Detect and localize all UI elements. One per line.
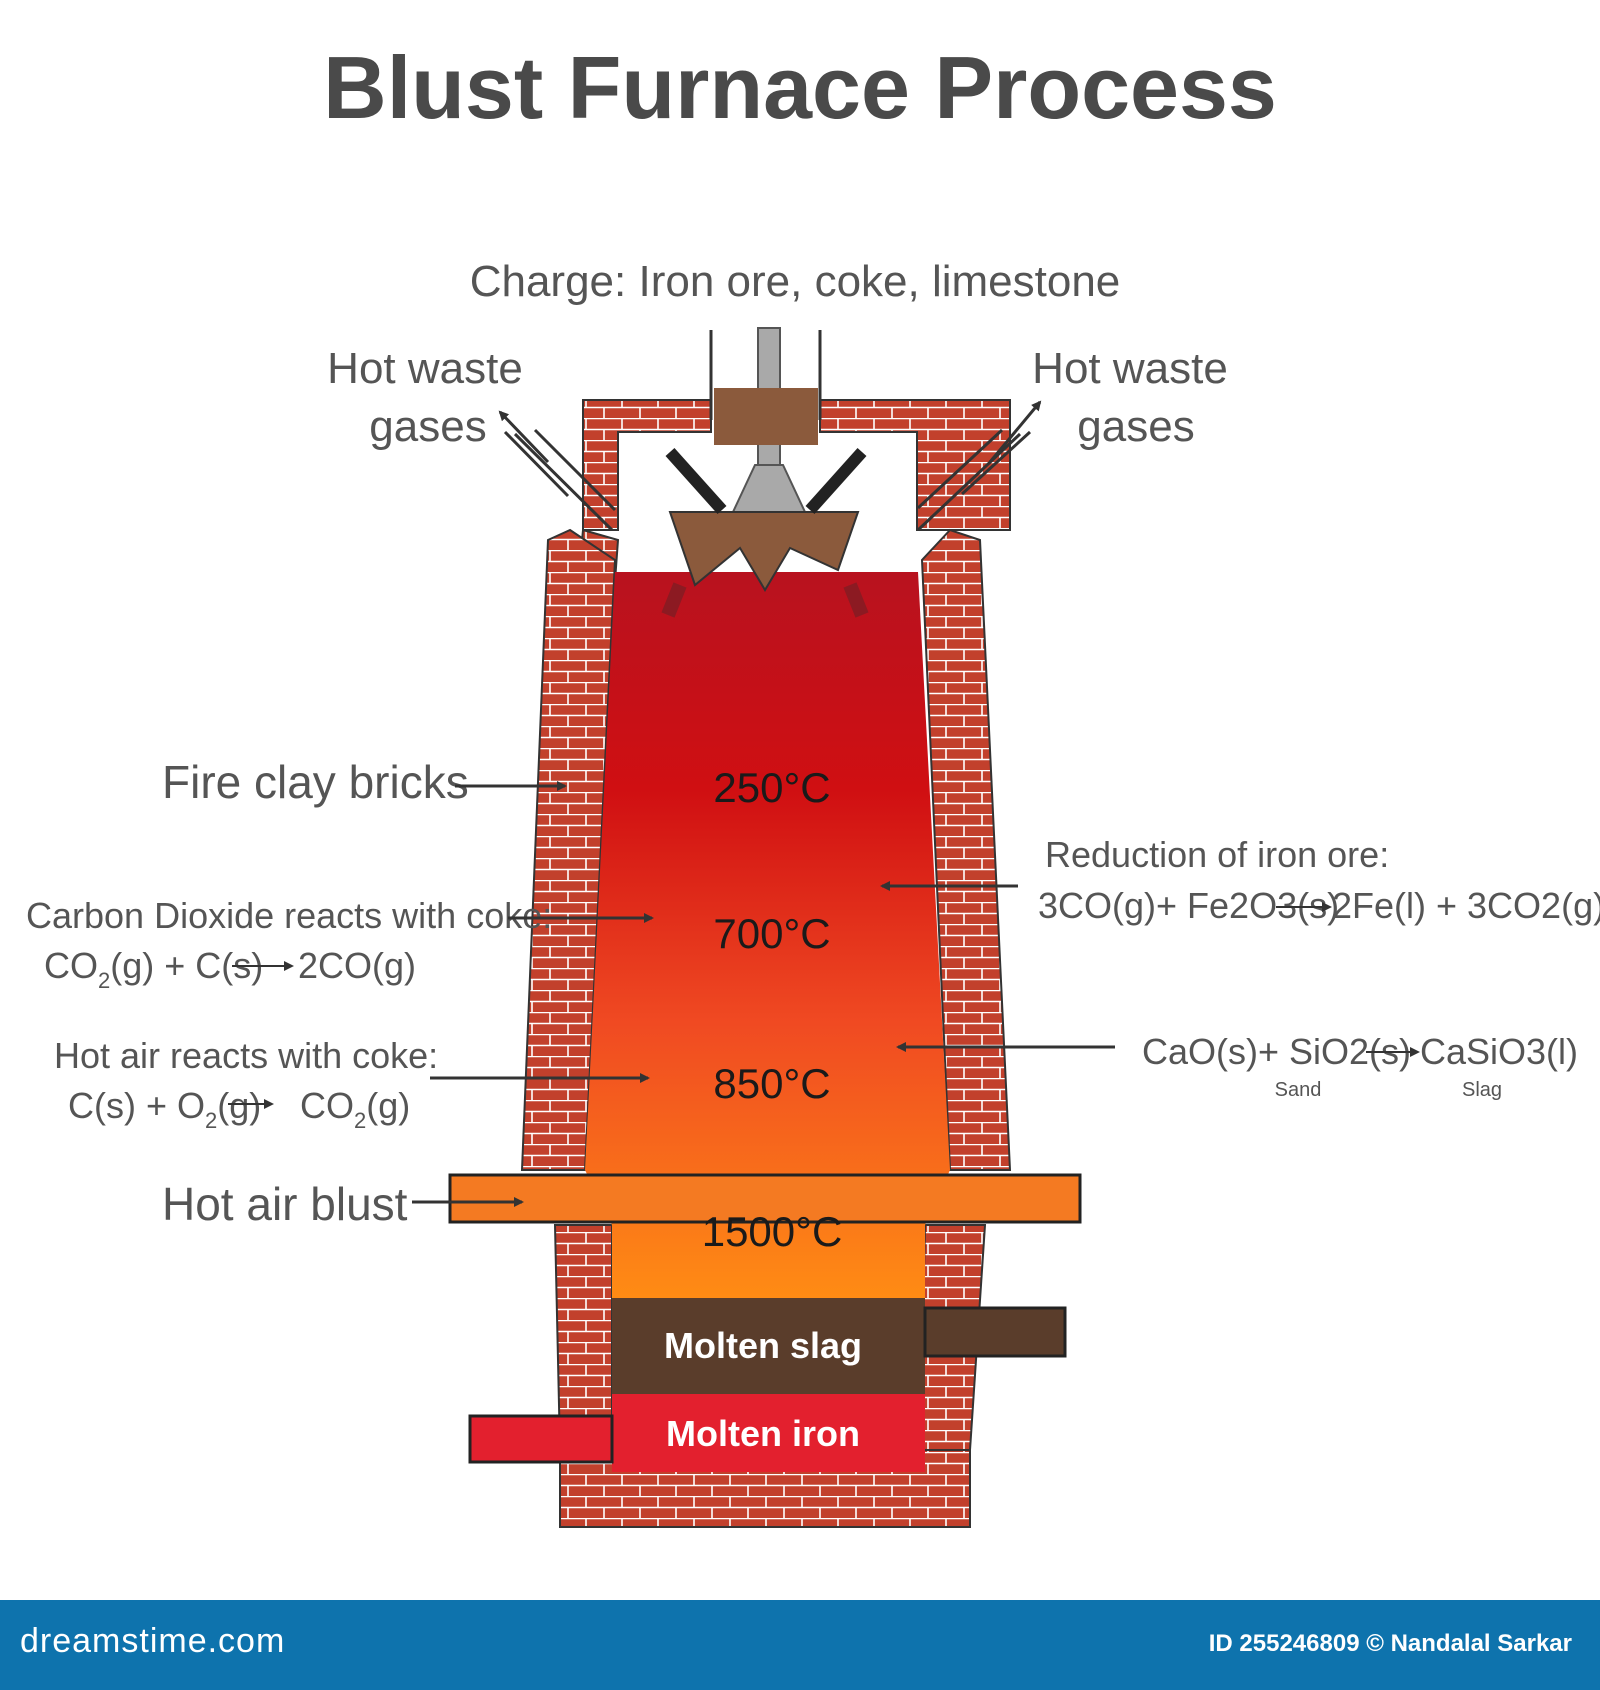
reduction-eq-left: 3CO(g)+ Fe2O3(s) [1038,885,1339,926]
slag-eq-right: CaSiO3(l) [1420,1031,1578,1072]
molten-slag-layer [612,1298,925,1394]
reduction-eq-right: 2Fe(l) + 3CO2(g) [1332,885,1600,926]
footer-bar: dreamstime.com ID 255246809 © Nandalal S… [0,1600,1600,1690]
temp-700: 700°C [713,910,830,957]
sand-label: Sand [1275,1079,1322,1101]
waste-gas-pipes [498,400,1042,532]
molten-iron-layer [612,1394,925,1472]
slag-tap [923,1306,1067,1358]
fire-clay-label: Fire clay bricks [162,756,469,808]
co2-reaction-heading: Carbon Dioxide reacts with coke: [26,895,552,936]
hot-air-blust-label: Hot air blust [162,1178,408,1230]
charging-hopper [661,327,869,618]
blast-furnace-diagram: Blust Furnace Process Charge: Iron ore, … [26,38,1600,1528]
charge-label: Charge: Iron ore, coke, limestone [470,257,1121,306]
hot-air-reaction-heading: Hot air reacts with coke: [54,1035,438,1076]
reduction-heading: Reduction of iron ore: [1045,834,1389,875]
molten-iron-label: Molten iron [666,1413,860,1454]
temp-1500: 1500°C [702,1208,843,1255]
footer-site: dreamstime.com [20,1622,286,1660]
temp-850: 850°C [713,1060,830,1107]
molten-slag-label: Molten slag [664,1325,862,1366]
co2-reaction-equation: CO2(g) + C(s) [44,945,263,993]
footer-credit: ID 255246809 © Nandalal Sarkar [1208,1630,1572,1657]
iron-tap [468,1414,614,1464]
waste-gas-right-line2: gases [1077,402,1194,451]
hot-air-reaction-equation: C(s) + O2(g) [68,1085,261,1133]
hot-air-reaction-product: CO2(g) [300,1085,410,1133]
slag-sublabel: Slag [1462,1079,1502,1101]
co2-reaction-product: 2CO(g) [298,945,416,986]
hot-air-pipe [448,1173,1082,1224]
furnace-interior [585,572,950,1300]
waste-gas-left-line2: gases [369,402,486,451]
page-title: Blust Furnace Process [323,38,1277,137]
waste-gas-right-line1: Hot waste [1032,344,1228,393]
waste-gas-left-line1: Hot waste [327,344,523,393]
temp-250: 250°C [713,764,830,811]
